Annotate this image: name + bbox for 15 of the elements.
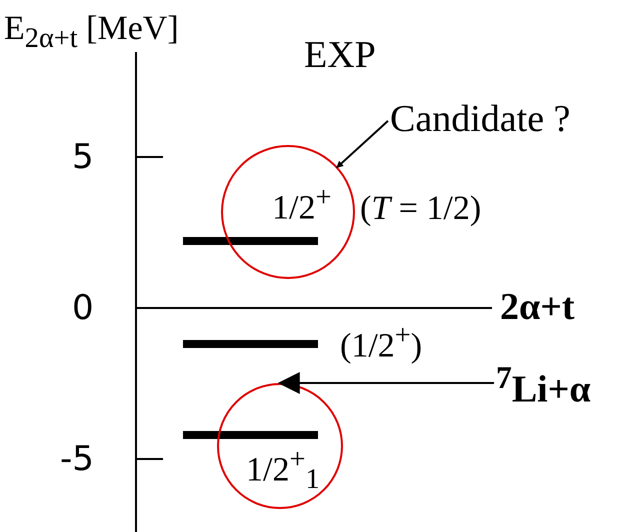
axis-title: E$_{2α+t}$ [MeV]: [4, 12, 179, 54]
highlight-circle: [221, 145, 355, 279]
spin-parity-label: 1/2$^{+}$: [272, 184, 332, 226]
threshold-label: 2α+t: [500, 288, 575, 326]
channel-label: $^{7}$Li+α: [496, 362, 591, 409]
level-label: (1/2$^{+}$): [340, 322, 422, 364]
tick-label: -5: [60, 442, 94, 476]
arrow: [336, 120, 389, 168]
diagram-title: EXP: [304, 36, 376, 74]
highlight-circle: [217, 383, 343, 509]
tick-label: 5: [72, 140, 94, 174]
arrow: [278, 372, 494, 394]
tick-label: 0: [72, 291, 94, 325]
annotation-text: Candidate ?: [390, 100, 570, 138]
isospin-label: (T = 1/2): [360, 192, 482, 226]
